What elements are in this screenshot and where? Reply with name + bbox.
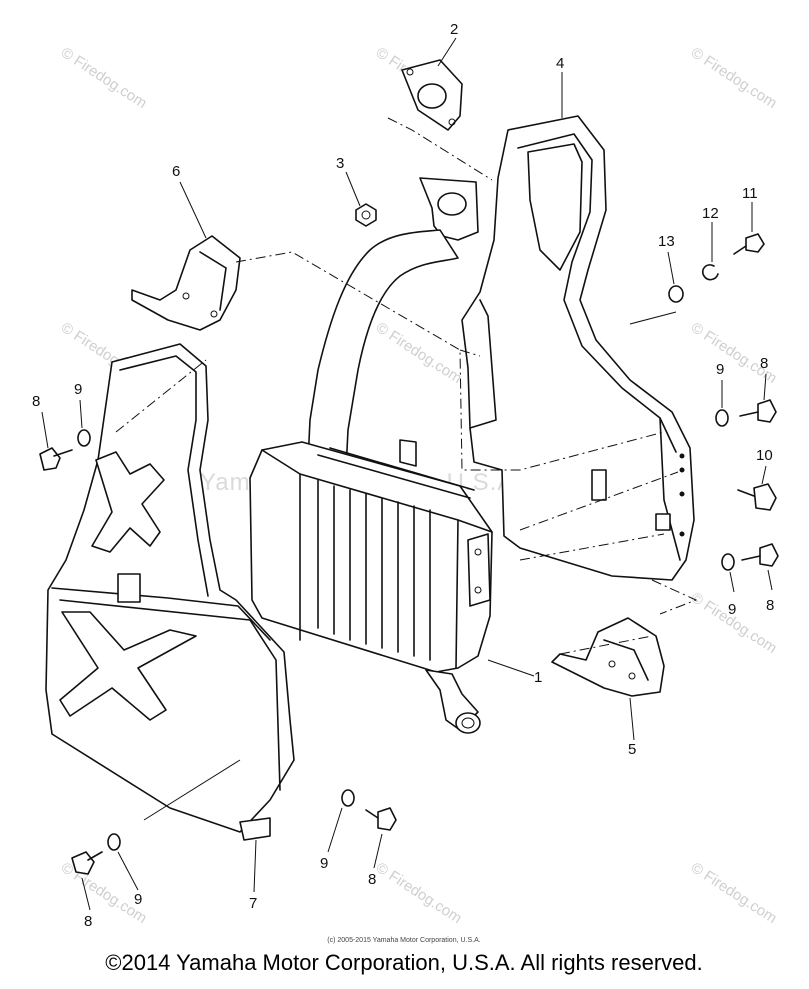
muffler-part — [249, 177, 493, 734]
callout-9-bottom-center: 9 — [320, 855, 328, 872]
bolt-right-lower — [741, 543, 779, 567]
callout-7: 7 — [249, 895, 257, 912]
callout-12: 12 — [702, 205, 719, 222]
bolt-right-upper — [739, 399, 777, 423]
callout-9-left-top: 9 — [74, 381, 82, 398]
callout-2: 2 — [450, 21, 458, 38]
callout-10: 10 — [756, 447, 773, 464]
callout-8-right-upper: 8 — [760, 355, 768, 372]
left-guard-part — [131, 235, 241, 331]
washer-bottom-left — [107, 833, 121, 851]
bolt-10 — [737, 483, 777, 511]
callout-8-bottom-center: 8 — [368, 871, 376, 888]
assembly-lines — [115, 117, 698, 655]
callout-8-right-lower: 8 — [766, 597, 774, 614]
callout-5: 5 — [628, 741, 636, 758]
watermark-mid: © Firedog.com — [373, 319, 465, 387]
callout-9-bottom-left: 9 — [134, 891, 142, 908]
copyright-small: (c) 2005-2015 Yamaha Motor Corporation, … — [327, 937, 480, 944]
gasket-part — [401, 59, 463, 131]
callout-1: 1 — [534, 669, 542, 686]
callout-3: 3 — [336, 155, 344, 172]
right-guard-part — [551, 617, 665, 697]
bolt-left-top — [39, 447, 73, 471]
watermark-bottom-mid: © Firedog.com — [373, 859, 465, 927]
callout-13: 13 — [658, 233, 675, 250]
watermark-tr: © Firedog.com — [688, 44, 780, 112]
washer-right-lower — [721, 553, 735, 571]
callout-9-right-upper: 9 — [716, 361, 724, 378]
washer-13 — [668, 285, 684, 303]
bolt-11 — [733, 233, 765, 255]
watermark-bottom-right: © Firedog.com — [688, 859, 780, 927]
callout-6: 6 — [172, 163, 180, 180]
callout-9-right-lower: 9 — [728, 601, 736, 618]
callout-8-bottom-left: 8 — [84, 913, 92, 930]
fasteners — [39, 233, 779, 875]
washer-bottom-center — [341, 789, 355, 807]
callouts: 1 2 3 4 5 6 7 8 9 8 9 10 9 8 11 12 13 9 … — [32, 21, 774, 930]
watermark-tl: © Firedog.com — [58, 44, 150, 112]
left-cover-part — [45, 343, 295, 841]
washer-left-top — [77, 429, 91, 447]
bolt-bottom-center — [365, 807, 397, 831]
copyright-main: ©2014 Yamaha Motor Corporation, U.S.A. A… — [105, 950, 702, 975]
washer-right-upper — [715, 409, 729, 427]
bolt-bottom-left — [71, 851, 103, 875]
clip-12 — [701, 264, 719, 281]
nut-part — [355, 203, 377, 227]
callout-11: 11 — [742, 185, 758, 202]
callout-4: 4 — [556, 55, 564, 72]
leader-lines — [41, 37, 773, 911]
right-cover-part — [461, 115, 695, 581]
callout-8-left-top: 8 — [32, 393, 40, 410]
